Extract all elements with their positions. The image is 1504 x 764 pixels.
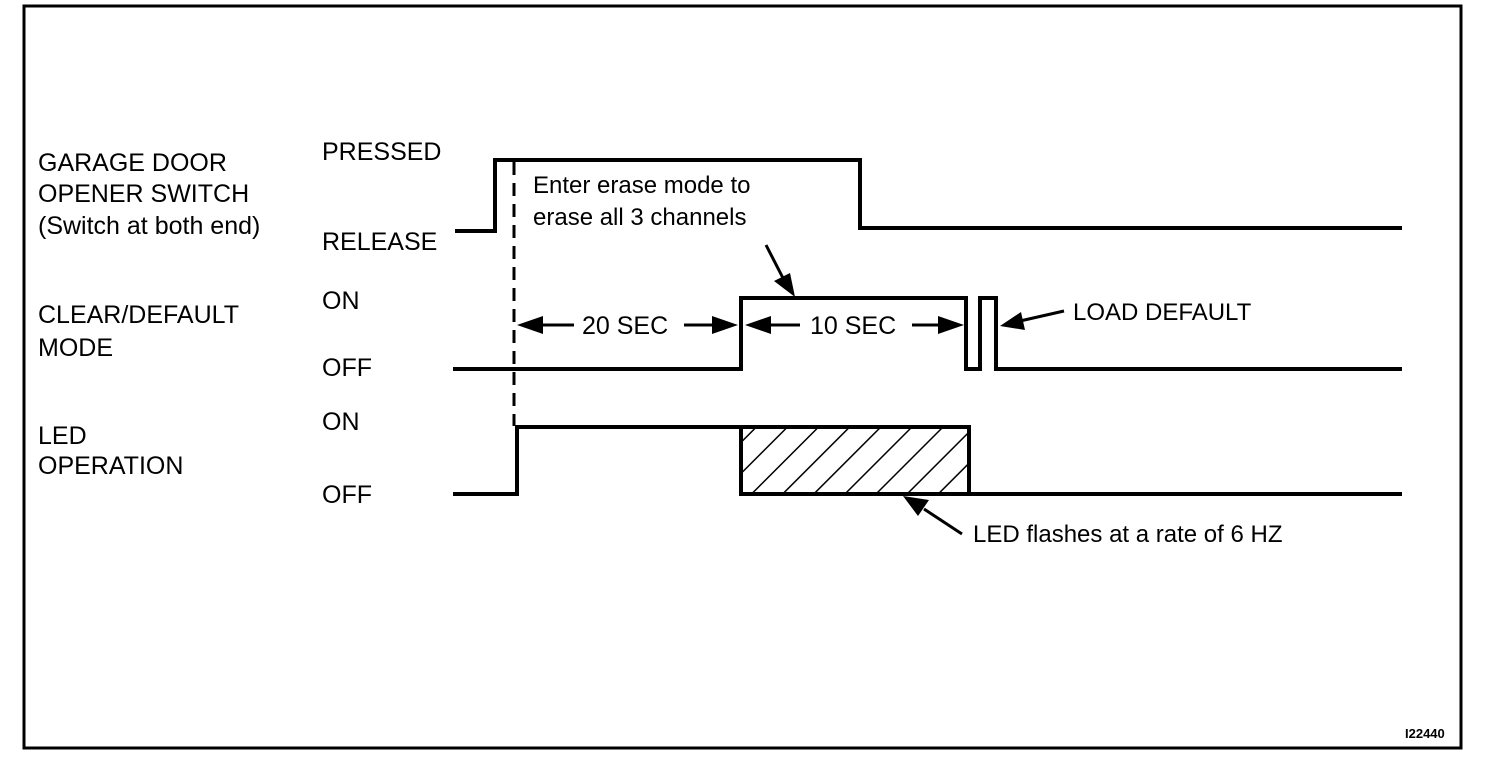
led-flash-arrow [903, 496, 963, 536]
switch-label-line-1: GARAGE DOOR [38, 149, 227, 177]
led-flash-note: LED flashes at a rate of 6 HZ [973, 521, 1282, 548]
switch-label-line-3: (Switch at both end) [38, 212, 260, 240]
erase-mode-note: Enter erase mode to erase all 3 channels [533, 172, 757, 231]
led-label-line-1: LED [38, 422, 87, 450]
led-flash-block [739, 425, 971, 496]
led-waveform [453, 425, 741, 496]
led-label-line-2: OPERATION [38, 452, 183, 480]
switch-state-low: RELEASE [322, 228, 437, 256]
switch-label: GARAGE DOOR OPENER SWITCH (Switch at bot… [38, 149, 260, 240]
clear-default-state-low: OFF [322, 354, 372, 382]
switch-state-high: PRESSED [322, 138, 441, 166]
erase-mode-note-line-1: Enter erase mode to [533, 172, 750, 199]
led-label: LED OPERATION [38, 422, 183, 480]
erase-mode-arrow [764, 244, 795, 297]
figure-frame [22, 4, 1463, 750]
clear-default-label: CLEAR/DEFAULT MODE [38, 301, 245, 362]
clear-default-state-high: ON [322, 287, 360, 315]
clear-default-label-line-2: MODE [38, 334, 113, 362]
interval-10-sec-arrows [745, 316, 964, 334]
switch-label-line-2: OPENER SWITCH [38, 180, 249, 208]
interval-20-sec-arrows [517, 316, 738, 334]
load-default-label: LOAD DEFAULT [1073, 299, 1252, 326]
led-state-high: ON [322, 408, 360, 436]
clear-default-waveform [453, 296, 1402, 371]
interval-10-sec-label: 10 SEC [810, 312, 896, 340]
clear-default-label-line-1: CLEAR/DEFAULT [38, 301, 239, 329]
switch-waveform [455, 158, 1402, 233]
led-state-low: OFF [322, 481, 372, 509]
figure-id: I22440 [1405, 726, 1445, 741]
erase-mode-note-line-2: erase all 3 channels [533, 204, 746, 231]
load-default-arrow [1000, 309, 1065, 330]
interval-20-sec-label: 20 SEC [582, 312, 668, 340]
